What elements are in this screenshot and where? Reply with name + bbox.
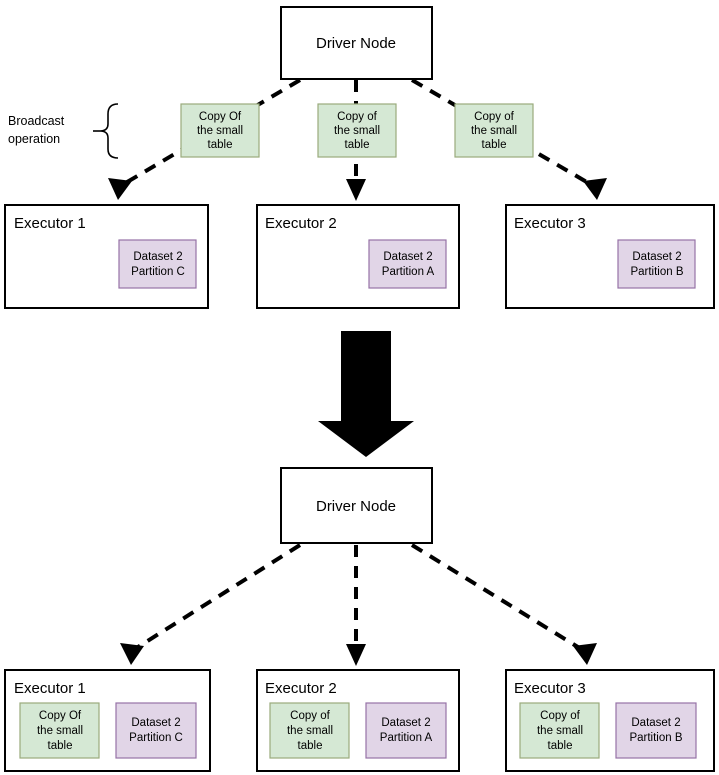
broadcast-copy-box-1: Copy Of the small table — [180, 103, 260, 158]
executor-3-bottom-label: Executor 3 — [514, 680, 586, 697]
broadcast-label-line2: operation — [8, 132, 60, 146]
executor-3-bottom-partition-line1: Dataset 2 — [631, 717, 680, 729]
copy-box-3-line1: Copy of — [474, 111, 514, 123]
executor-1-bottom-copy-line3: table — [48, 740, 73, 752]
executor-3-bottom-copy-box — [519, 702, 600, 759]
executor-3-bottom-copy-line3: table — [548, 740, 573, 752]
copy-box-2-line1: Copy of — [337, 111, 377, 123]
executor-2-bottom-partition-box — [365, 702, 447, 759]
broadcast-copy-box-3: Copy of the small table — [454, 103, 534, 158]
driver-node-top: Driver Node — [280, 6, 433, 80]
driver-node-bottom-label: Driver Node — [316, 498, 396, 515]
executor-2-top-partition-box — [368, 239, 447, 289]
copy-box-3-line3: table — [482, 139, 507, 151]
driver-node-top-label: Driver Node — [316, 35, 396, 52]
executor-1-top-partition-line2: Partition C — [131, 266, 185, 278]
executor-1-bottom-partition-line2: Partition C — [129, 732, 183, 744]
executor-1-bottom-partition-box — [115, 702, 197, 759]
link-driver-to-executor-1-bottom — [120, 543, 302, 665]
executor-1-bottom-copy-line2: the small — [37, 725, 83, 737]
executor-1-top-label: Executor 1 — [14, 215, 86, 232]
curly-brace-icon — [99, 103, 119, 159]
executor-2-bottom-copy-box — [269, 702, 350, 759]
executor-3-top-partition-line1: Dataset 2 — [632, 251, 681, 263]
executor-2-top: Executor 2 Dataset 2 Partition A — [256, 204, 460, 309]
copy-box-2-line3: table — [345, 139, 370, 151]
executor-2-top-partition-line1: Dataset 2 — [383, 251, 432, 263]
executor-3-top-partition-box — [617, 239, 696, 289]
executor-1-bottom-copy-line1: Copy Of — [39, 710, 82, 722]
executor-3-bottom-copy-line1: Copy of — [540, 710, 580, 722]
copy-box-3-line2: the small — [471, 125, 517, 137]
link-driver-to-executor-2-bottom — [346, 545, 366, 666]
executor-2-top-partition-line2: Partition A — [382, 266, 435, 278]
copy-box-1-line3: table — [208, 139, 233, 151]
executor-1-bottom-partition-line1: Dataset 2 — [131, 717, 180, 729]
executor-3-bottom-partition-box — [615, 702, 697, 759]
executor-3-top-partition-line2: Partition B — [630, 266, 683, 278]
executor-3-bottom-partition-line2: Partition B — [629, 732, 682, 744]
executor-2-bottom-label: Executor 2 — [265, 680, 337, 697]
executor-3-bottom-copy-line2: the small — [537, 725, 583, 737]
broadcast-operation-annotation: Broadcast operation — [8, 103, 119, 159]
copy-box-1-line2: the small — [197, 125, 243, 137]
broadcast-copy-box-2: Copy of the small table — [317, 103, 397, 158]
executor-1-bottom-label: Executor 1 — [14, 680, 86, 697]
executor-2-bottom: Executor 2 Copy of the small table Datas… — [256, 669, 460, 772]
executor-1-top-partition-box — [118, 239, 197, 289]
driver-node-bottom: Driver Node — [280, 467, 433, 544]
executor-1-top: Executor 1 Dataset 2 Partition C — [4, 204, 209, 309]
executor-2-top-label: Executor 2 — [265, 215, 337, 232]
executor-3-bottom: Executor 3 Copy of the small table Datas… — [505, 669, 715, 772]
broadcast-label-line1: Broadcast — [8, 114, 65, 128]
executor-2-bottom-copy-line3: table — [298, 740, 323, 752]
executor-3-top: Executor 3 Dataset 2 Partition B — [505, 204, 715, 309]
link-driver-to-executor-3-bottom — [410, 543, 597, 665]
executor-1-top-partition-line1: Dataset 2 — [133, 251, 182, 263]
executor-1-bottom: Executor 1 Copy Of the small table Datas… — [4, 669, 211, 772]
executor-2-bottom-copy-line1: Copy of — [290, 710, 330, 722]
down-arrow-icon — [318, 331, 414, 457]
executor-1-bottom-copy-box — [19, 702, 100, 759]
executor-2-bottom-copy-line2: the small — [287, 725, 333, 737]
executor-2-bottom-partition-line2: Partition A — [380, 732, 433, 744]
copy-box-1-line1: Copy Of — [199, 111, 242, 123]
executor-3-top-label: Executor 3 — [514, 215, 586, 232]
copy-box-2-line2: the small — [334, 125, 380, 137]
executor-2-bottom-partition-line1: Dataset 2 — [381, 717, 430, 729]
